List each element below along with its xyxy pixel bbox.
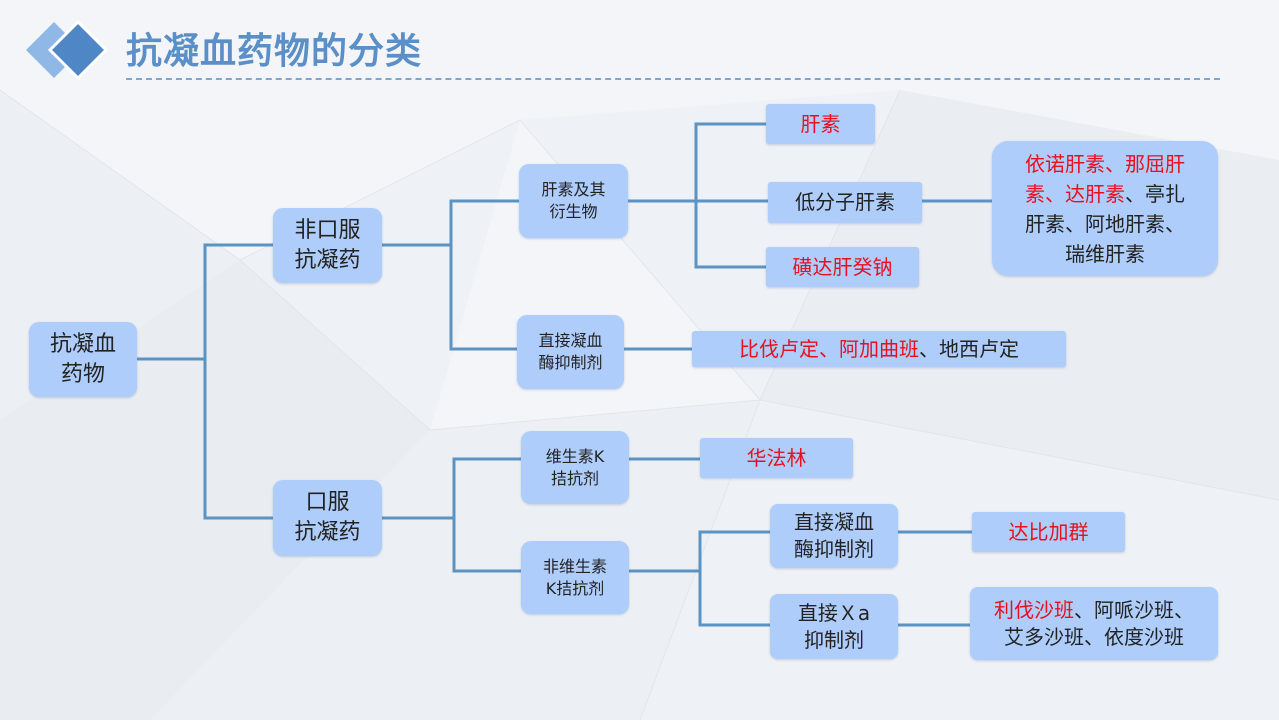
lmwh-list-line2-red: 素、达肝素 xyxy=(1025,181,1125,206)
node-nvka-line1: 非维生素 xyxy=(542,556,607,576)
thrombin-list-text: 比伐卢定、阿加曲班、地西卢定 xyxy=(739,336,1019,363)
lmwh-list-line1: 依诺肝素、那屈肝 xyxy=(1025,151,1185,176)
thrombin-list-red: 比伐卢定、阿加曲班 xyxy=(739,336,919,361)
node-oral-line2: 抗凝药 xyxy=(294,520,361,545)
xa-list-line2: 艾多沙班、依度沙班 xyxy=(1004,624,1184,649)
node-heparin-label: 肝素 xyxy=(800,111,841,136)
node-xa-line2: 抑制剂 xyxy=(803,627,864,652)
node-oral-line1: 口服 xyxy=(305,490,350,516)
node-direct-thrombin-inhibitor-parenteral: 直接凝血酶抑制剂 xyxy=(517,315,624,389)
node-heparin-derivatives: 肝素及其衍生物 xyxy=(519,164,628,238)
node-non-oral-line2: 抗凝药 xyxy=(294,247,361,273)
lmwh-list-line2: 素、达肝素、亭扎 xyxy=(1025,179,1185,209)
node-fondaparinux-label: 磺达肝癸钠 xyxy=(792,254,893,279)
node-non-oral-line1: 非口服 xyxy=(294,217,361,243)
title-divider xyxy=(126,78,1220,80)
node-heparin: 肝素 xyxy=(766,104,875,144)
node-nvka-line2: K拮抗剂 xyxy=(545,578,605,598)
node-lmwh-list: 依诺肝素、那屈肝 素、达肝素、亭扎 肝素、阿地肝素、 瑞维肝素 xyxy=(992,141,1218,276)
node-direct-thrombin-inhibitor-oral: 直接凝血酶抑制剂 xyxy=(770,504,898,568)
node-dti-parenteral-line1: 直接凝血 xyxy=(538,331,603,351)
node-vka-line2: 拮抗剂 xyxy=(550,468,599,488)
node-thrombin-inhibitor-list: 比伐卢定、阿加曲班、地西卢定 xyxy=(692,331,1066,367)
node-xa-inhibitor-list: 利伐沙班、阿哌沙班、 艾多沙班、依度沙班 xyxy=(970,587,1218,660)
node-dabigatran-label: 达比加群 xyxy=(1008,519,1089,544)
node-lmwh-label: 低分子肝素 xyxy=(795,190,895,214)
node-anticoagulants-line1: 抗凝血 xyxy=(49,331,116,357)
node-dti-parenteral-line2: 酶抑制剂 xyxy=(538,353,603,372)
node-dabigatran: 达比加群 xyxy=(972,512,1125,552)
node-fondaparinux: 磺达肝癸钠 xyxy=(766,247,919,287)
xa-list-line1: 利伐沙班、阿哌沙班、 xyxy=(994,597,1194,624)
thrombin-list-rest: 、地西卢定 xyxy=(919,336,1019,361)
lmwh-list-line3: 肝素、阿地肝素、 xyxy=(1025,211,1185,236)
node-vka-line1: 维生素K xyxy=(545,446,605,466)
node-dti-oral-line2: 酶抑制剂 xyxy=(794,537,874,561)
lmwh-list-line4: 瑞维肝素 xyxy=(1065,241,1145,266)
node-heparin-derivatives-line1: 肝素及其 xyxy=(541,180,606,200)
node-dti-oral-line1: 直接凝血 xyxy=(794,510,874,534)
node-anticoagulants: 抗凝血药物 xyxy=(29,322,137,397)
lmwh-list-line2-rest: 、亭扎 xyxy=(1125,181,1185,206)
node-warfarin-label: 华法林 xyxy=(746,445,807,470)
node-xa-line1: 直接Ｘa xyxy=(797,600,871,625)
page-title: 抗凝血药物的分类 xyxy=(126,31,423,72)
node-anticoagulants-line2: 药物 xyxy=(60,361,105,387)
node-warfarin: 华法林 xyxy=(700,438,853,478)
xa-list-red: 利伐沙班 xyxy=(994,597,1074,622)
xa-list-line1-rest: 、阿哌沙班、 xyxy=(1074,597,1194,622)
node-heparin-derivatives-line2: 衍生物 xyxy=(549,202,598,221)
node-non-oral: 非口服抗凝药 xyxy=(273,208,382,283)
node-oral: 口服抗凝药 xyxy=(273,480,382,556)
diamond-logo-icon xyxy=(26,19,109,81)
node-low-molecular-weight-heparin: 低分子肝素 xyxy=(768,182,922,223)
